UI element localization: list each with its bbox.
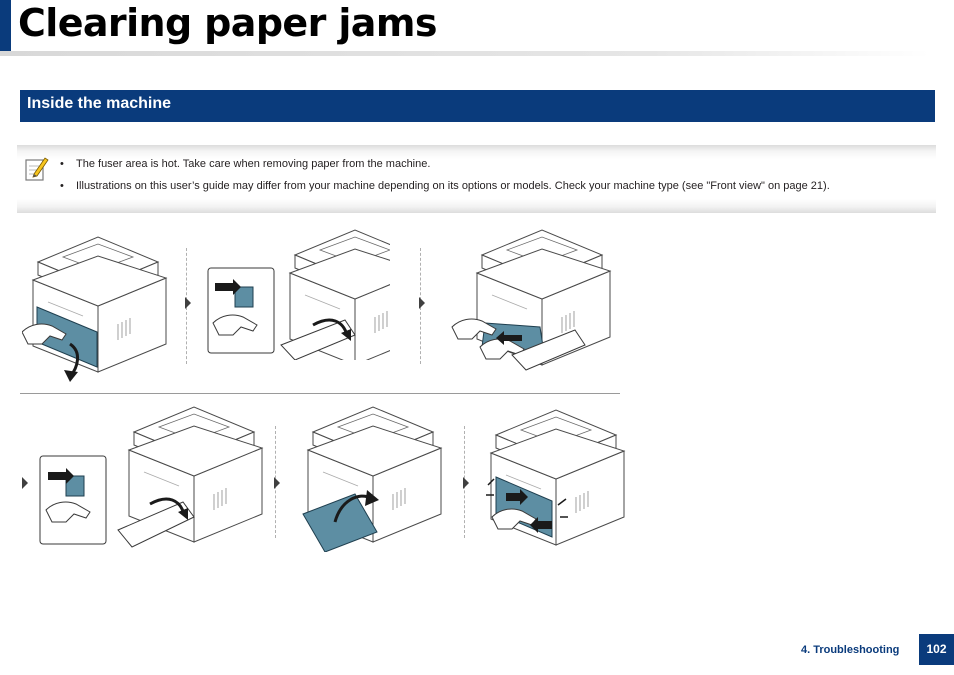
step-arrow: [419, 297, 425, 309]
note-pencil-icon: [25, 157, 49, 181]
note-box: The fuser area is hot. Take care when re…: [17, 145, 936, 213]
title-underline: [0, 51, 930, 56]
step-arrow: [185, 297, 191, 309]
step-1-illustration: [22, 236, 167, 382]
step-3-illustration: [451, 229, 611, 371]
section-header: Inside the machine: [20, 90, 935, 122]
note-item: Illustrations on this user’s guide may d…: [60, 179, 830, 193]
section-title: Inside the machine: [27, 95, 172, 112]
step-arrow: [22, 477, 28, 489]
step-6-illustration: [486, 409, 625, 546]
page-number: 102: [919, 634, 954, 665]
footer-chapter: 4. Troubleshooting: [801, 644, 900, 656]
step-5-illustration: [302, 406, 442, 552]
row-divider: [20, 393, 620, 394]
step-arrow: [274, 477, 280, 489]
step-2-illustration: [207, 229, 390, 360]
note-list: The fuser area is hot. Take care when re…: [60, 157, 830, 201]
step-4-illustration: [39, 406, 263, 548]
step-arrow: [463, 477, 469, 489]
note-item: The fuser area is hot. Take care when re…: [60, 157, 830, 171]
title-accent-bar: [0, 0, 11, 52]
page-title: Clearing paper jams: [18, 1, 437, 45]
